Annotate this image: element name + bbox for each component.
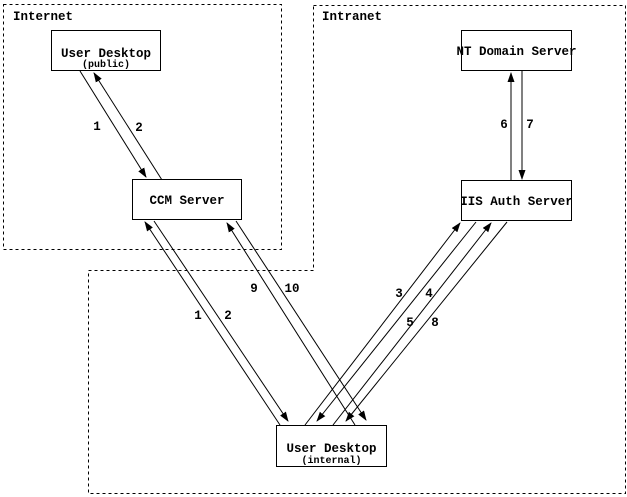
edge-label-7: 7 (526, 118, 534, 132)
edge-label-1-top: 1 (93, 120, 101, 134)
edge-label-5: 5 (406, 316, 414, 330)
edge-label-6: 6 (500, 118, 508, 132)
ccm-server-title: CCM Server (149, 194, 224, 208)
edge-1-publicdesktop-to-ccm (79, 70, 147, 178)
user-desktop-internal-subtitle: (internal) (301, 455, 361, 467)
iis-auth-server-title: IIS Auth Server (460, 195, 573, 209)
node-user-desktop-internal: User Desktop (internal) (276, 425, 387, 467)
edge-label-2-bottom: 2 (224, 309, 232, 323)
internet-zone-outline (3, 4, 282, 250)
edge-label-1-bottom: 1 (194, 309, 202, 323)
edge-3-internaldesktop-to-iis (304, 222, 461, 426)
edge-label-2-top: 2 (135, 121, 143, 135)
node-user-desktop-public: User Desktop (public) (51, 30, 161, 71)
intranet-zone-outline (88, 5, 626, 494)
edge-label-3: 3 (395, 287, 403, 301)
edge-label-10: 10 (284, 282, 299, 296)
edge-10-ccm-to-internaldesktop (235, 220, 367, 421)
user-desktop-public-subtitle: (public) (82, 59, 130, 71)
edge-2-ccm-to-internaldesktop (153, 220, 289, 422)
nt-domain-server-title: NT Domain Server (456, 45, 576, 59)
edge-2-ccm-to-publicdesktop (93, 72, 163, 181)
edge-label-4: 4 (425, 287, 433, 301)
iis-auth-server-box (461, 180, 572, 221)
edge-5-internaldesktop-to-iis (332, 222, 492, 426)
internet-zone-label: Internet (13, 10, 73, 24)
edge-4-iis-to-internaldesktop (316, 221, 477, 422)
ccm-server-box (132, 179, 242, 220)
user-desktop-internal-box (276, 425, 387, 467)
edge-1-internaldesktop-to-ccm (144, 221, 281, 426)
user-desktop-public-title: User Desktop (61, 47, 151, 61)
edge-9-internaldesktop-to-ccm (226, 222, 356, 426)
node-iis-auth-server: IIS Auth Server (460, 180, 573, 221)
edge-8-iis-to-internaldesktop (345, 221, 508, 422)
user-desktop-internal-title: User Desktop (286, 442, 376, 456)
node-ccm-server: CCM Server (132, 179, 242, 220)
edge-label-8: 8 (431, 316, 439, 330)
edge-label-9: 9 (250, 282, 258, 296)
user-desktop-public-box (51, 30, 161, 71)
node-nt-domain-server: NT Domain Server (456, 30, 577, 71)
intranet-zone-label: Intranet (322, 10, 382, 24)
nt-domain-server-box (461, 30, 572, 71)
